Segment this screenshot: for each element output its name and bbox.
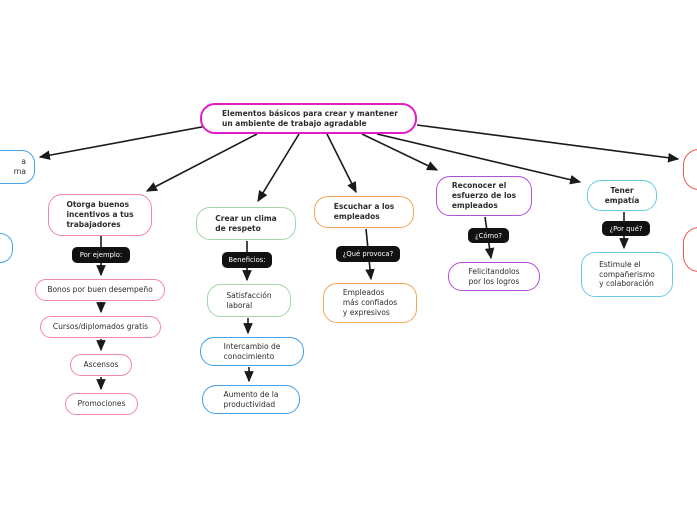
node-escuchar[interactable]: Escuchar a los empleados bbox=[314, 196, 414, 228]
node-crear-clima[interactable]: Crear un clima de respeto bbox=[196, 207, 296, 240]
node-cursos[interactable]: Cursos/diplomados gratis bbox=[40, 316, 161, 338]
node-promociones[interactable]: Promociones bbox=[65, 393, 138, 415]
node-tener-empatia[interactable]: Tener empatía bbox=[587, 180, 657, 211]
node-reconocer[interactable]: Reconocer el esfuerzo de los empleados bbox=[436, 176, 532, 216]
node-estimule[interactable]: Estimule el compañerismo y colaboración bbox=[581, 252, 673, 297]
node-ascensos[interactable]: Ascensos bbox=[70, 354, 132, 376]
node-central[interactable]: Elementos básicos para crear y mantener … bbox=[200, 103, 417, 134]
edge-central-to-left-clipped bbox=[38, 125, 208, 160]
pill-por-que[interactable]: ¿Por qué? bbox=[602, 221, 650, 236]
node-bonos[interactable]: Bonos por buen desempeño bbox=[35, 279, 165, 301]
pill-beneficios[interactable]: Beneficios: bbox=[222, 252, 272, 268]
node-clipped-right-mid[interactable] bbox=[683, 227, 697, 272]
node-satisfaccion[interactable]: Satisfacción laboral bbox=[207, 284, 291, 317]
pill-que-provoca[interactable]: ¿Qué provoca? bbox=[336, 246, 400, 262]
pill-como[interactable]: ¿Cómo? bbox=[468, 228, 509, 243]
node-aumento[interactable]: Aumento de la productividad bbox=[202, 385, 300, 414]
edge-central-to-right-clipped bbox=[416, 124, 680, 163]
edge-central-to-respeto bbox=[257, 133, 300, 203]
node-felicitandolos[interactable]: Felicitandolos por los logros bbox=[448, 262, 540, 291]
node-intercambio[interactable]: Intercambio de conocimiento bbox=[200, 337, 304, 366]
node-empleados-confiados[interactable]: Empleados más confiados y expresivos bbox=[323, 283, 417, 323]
node-otorga-incentivos[interactable]: Otorga buenos incentivos a tus trabajado… bbox=[48, 194, 152, 236]
edge-central-to-empatia bbox=[376, 133, 582, 185]
edge-central-to-incentivos bbox=[145, 133, 258, 192]
edge-central-to-escuchar bbox=[326, 133, 357, 194]
edge-central-to-reconocer bbox=[361, 133, 439, 171]
node-clipped-left-top[interactable]: a rna bbox=[0, 150, 35, 184]
pill-por-ejemplo[interactable]: Por ejemplo: bbox=[72, 247, 130, 263]
